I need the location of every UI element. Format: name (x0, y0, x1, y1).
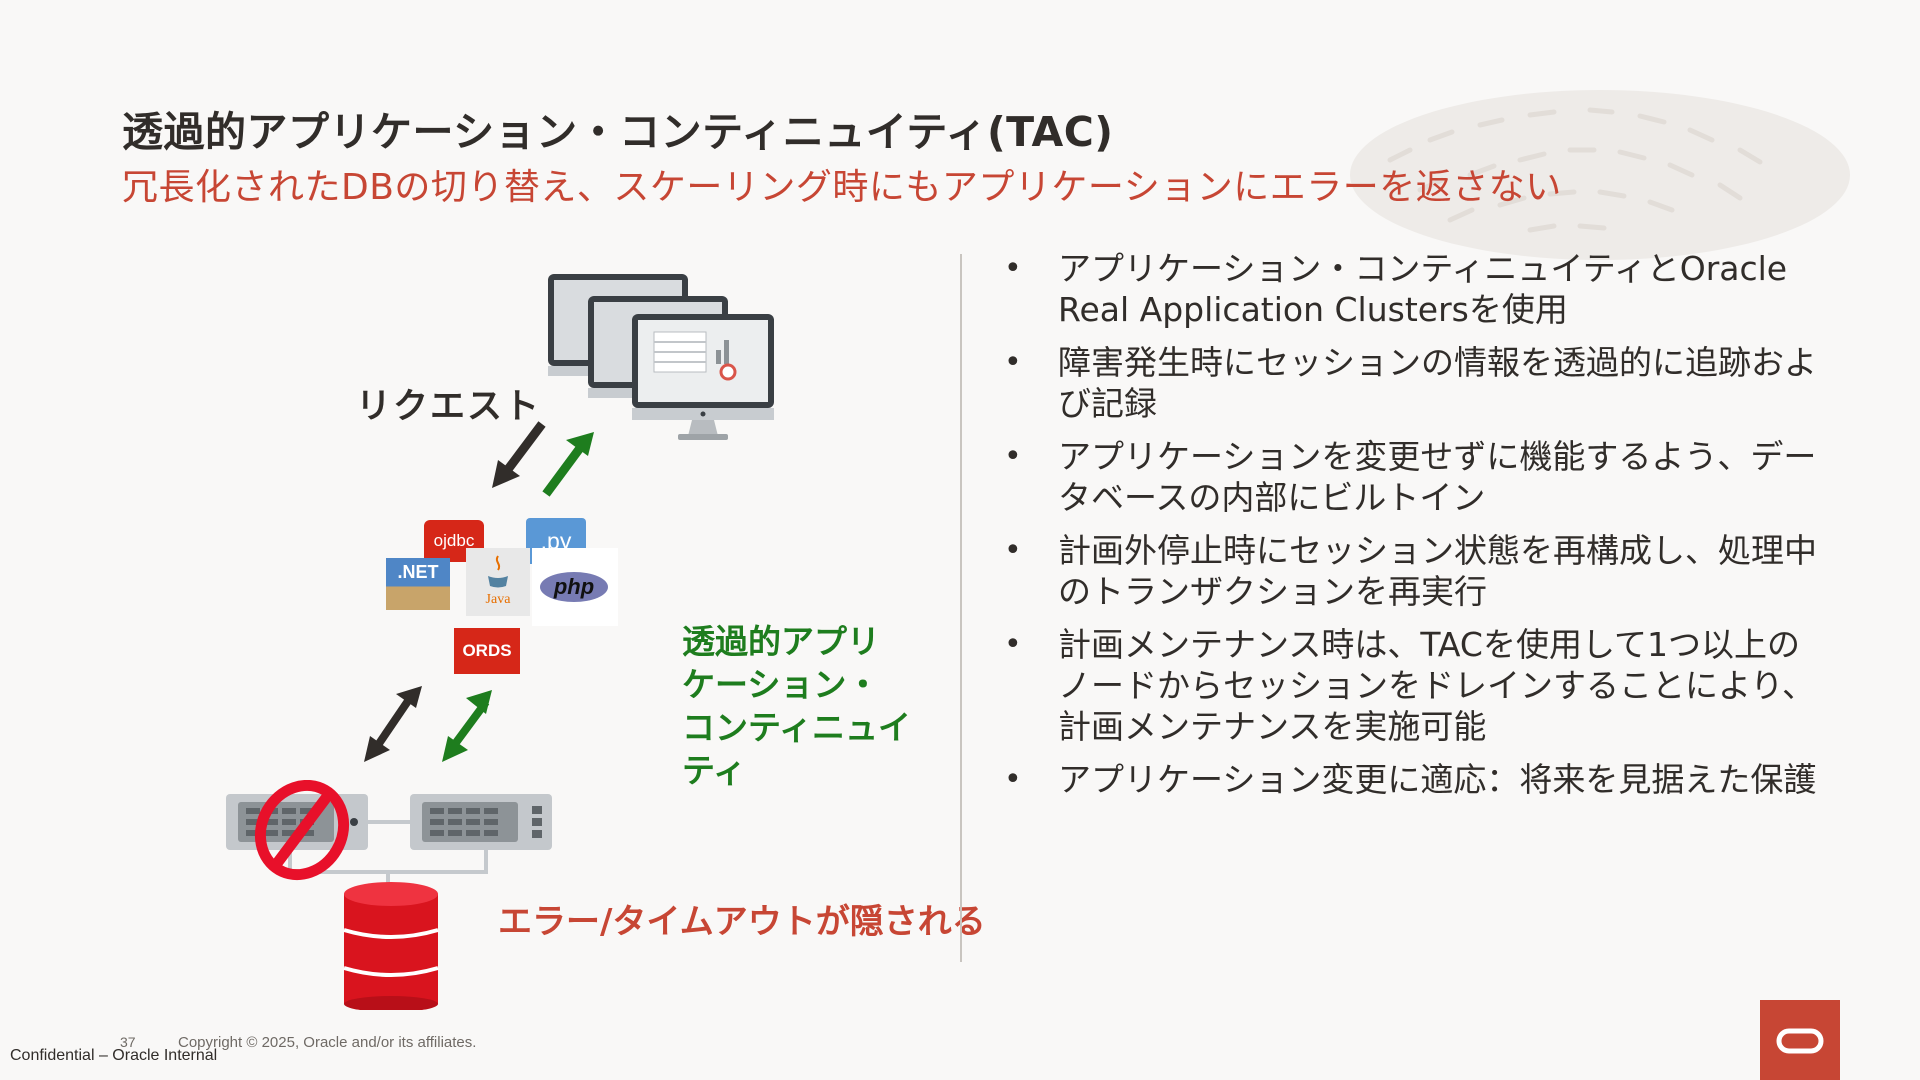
database-icon (344, 882, 438, 1010)
bullet-item: • 障害発生時にセッションの情報を透過的に追跡および記録 (1000, 342, 1820, 424)
column-divider (960, 254, 962, 962)
tac-label: 透過的アプリケーション・コンティニュイティ (682, 620, 912, 792)
bullet-text: 障害発生時にセッションの情報を透過的に追跡および記録 (1058, 343, 1817, 423)
bullet-text: アプリケーション・コンティニュイティとOracle Real Applicati… (1058, 249, 1787, 329)
copyright-text: Copyright © 2025, Oracle and/or its affi… (178, 1034, 476, 1051)
bullet-item: • 計画メンテナンス時は、TACを使用して1つ以上のノードからセッションをドレイン… (1000, 624, 1820, 747)
oracle-logo-icon (1776, 1028, 1824, 1054)
slide-title: 透過的アプリケーション・コンティニュイティ(TAC) (122, 98, 1114, 158)
request-response-arrows (490, 420, 600, 500)
java-badge-label: Java (466, 592, 530, 608)
php-badge: php (532, 548, 618, 626)
bullet-text: 計画メンテナンス時は、TACを使用して1つ以上のノードからセッションをドレインす… (1058, 625, 1815, 746)
bullet-dot: • (1004, 530, 1022, 571)
java-cup-icon (484, 554, 512, 590)
bullet-item: • アプリケーション・コンティニュイティとOracle Real Applicat… (1000, 248, 1820, 330)
bullet-item: • アプリケーションを変更せずに機能するよう、データベースの内部にビルトイン (1000, 436, 1820, 518)
bullet-text: アプリケーション変更に適応：将来を見据えた保護 (1058, 760, 1816, 799)
bullet-text: アプリケーションを変更せずに機能するよう、データベースの内部にビルトイン (1058, 437, 1816, 517)
net-badge-label: .NET (386, 558, 450, 586)
client-monitors-icon (540, 270, 780, 445)
rac-cluster-diagram (220, 780, 560, 1010)
net-badge: .NET (386, 558, 450, 610)
bullet-item: • アプリケーション変更に適応：将来を見据えた保護 (1000, 759, 1820, 800)
ords-badge: ORDS (454, 628, 520, 674)
error-hidden-label: エラー/タイムアウトが隠される (498, 900, 988, 945)
bullet-dot: • (1004, 248, 1022, 289)
slide-subtitle: 冗長化されたDBの切り替え、スケーリング時にもアプリケーションにエラーを返さない (122, 158, 1562, 210)
bullet-dot: • (1004, 759, 1022, 800)
java-badge: Java (466, 548, 530, 616)
bullet-dot: • (1004, 624, 1022, 665)
oracle-logo (1760, 1000, 1840, 1080)
db-connection-arrows (360, 686, 500, 762)
bullet-dot: • (1004, 342, 1022, 383)
failed-connection-arrow-icon (376, 698, 410, 748)
active-server-icon (410, 794, 552, 850)
php-badge-label: php (540, 572, 608, 602)
confidential-label: Confidential – Oracle Internal (10, 1047, 217, 1065)
bullet-item: • 計画外停止時にセッション状態を再構成し、処理中のトランザクションを再実行 (1000, 530, 1820, 612)
feature-bullet-list: • アプリケーション・コンティニュイティとOracle Real Applicat… (1000, 248, 1820, 812)
bullet-text: 計画外停止時にセッション状態を再構成し、処理中のトランザクションを再実行 (1058, 531, 1817, 611)
response-arrow-icon (546, 448, 580, 494)
bullet-dot: • (1004, 436, 1022, 477)
request-arrow-icon (506, 424, 542, 472)
